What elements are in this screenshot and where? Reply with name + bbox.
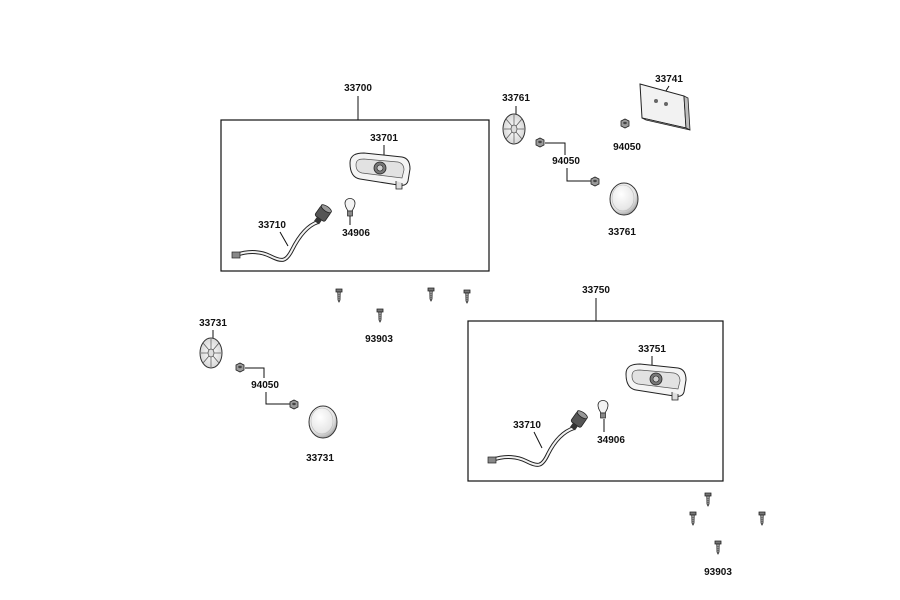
screw-mid-4	[376, 308, 384, 323]
lens-left	[308, 405, 338, 439]
bulb-left	[344, 198, 356, 217]
nut-left-2	[289, 399, 299, 410]
label-94050-plate: 94050	[613, 142, 641, 153]
plate-33741	[639, 83, 691, 131]
leader-nut-top-b	[566, 168, 591, 182]
screw-mid-3	[463, 289, 471, 304]
frame-33750	[467, 320, 724, 482]
leader-nut-left-b	[265, 392, 290, 405]
harness-left	[231, 202, 334, 262]
leader-nut-left-a	[245, 367, 265, 378]
bulb-right	[597, 400, 609, 419]
lamp-housing-left	[349, 152, 411, 190]
screw-mid-2	[427, 287, 435, 302]
frame-33700	[220, 119, 490, 272]
label-33761-top: 33761	[502, 93, 530, 104]
label-33750: 33750	[582, 285, 610, 296]
harness-right	[487, 408, 590, 467]
reflector-top	[502, 113, 526, 145]
assembly-33750: 33750 33751 34906 33710	[467, 285, 724, 482]
leader-33710-left	[279, 231, 289, 247]
label-34906-right: 34906	[597, 435, 625, 446]
screw-bottom-2	[689, 511, 697, 526]
leader-33710-right	[533, 431, 543, 449]
label-33741: 33741	[655, 74, 683, 85]
screw-bottom-4	[714, 540, 722, 555]
label-93903-mid: 93903	[365, 334, 393, 345]
leader-nut-top-a	[545, 142, 566, 155]
label-94050-top: 94050	[552, 156, 580, 167]
screws-mid: 93903	[335, 287, 471, 345]
label-93903-bottom: 93903	[704, 567, 732, 578]
label-33710-right: 33710	[513, 420, 541, 431]
nut-left	[235, 362, 245, 373]
screw-bottom-1	[704, 492, 712, 507]
label-34906-left: 34906	[342, 228, 370, 239]
screw-mid-1	[335, 288, 343, 303]
label-33701: 33701	[370, 133, 398, 144]
label-33751: 33751	[638, 344, 666, 355]
label-33700: 33700	[344, 83, 372, 94]
screw-bottom-3	[758, 511, 766, 526]
assembly-33700: 33700 33701 34906 33710	[220, 83, 490, 272]
reflector-left	[199, 337, 223, 369]
nut-plate	[620, 118, 630, 129]
label-33731-lens: 33731	[306, 453, 334, 464]
nut-top	[535, 137, 545, 148]
label-33710-left: 33710	[258, 220, 286, 231]
label-33761-lens-top: 33761	[608, 227, 636, 238]
label-33731: 33731	[199, 318, 227, 329]
lamp-housing-right	[625, 363, 687, 401]
screws-bottom: 93903	[689, 492, 766, 578]
label-94050-left: 94050	[251, 380, 279, 391]
lens-top	[609, 182, 639, 216]
nut-top-2	[590, 176, 600, 187]
reflector-group-top: 33761 94050 33761 33741 94050	[502, 74, 691, 238]
reflector-group-left: 33731 94050 33731	[199, 318, 338, 464]
